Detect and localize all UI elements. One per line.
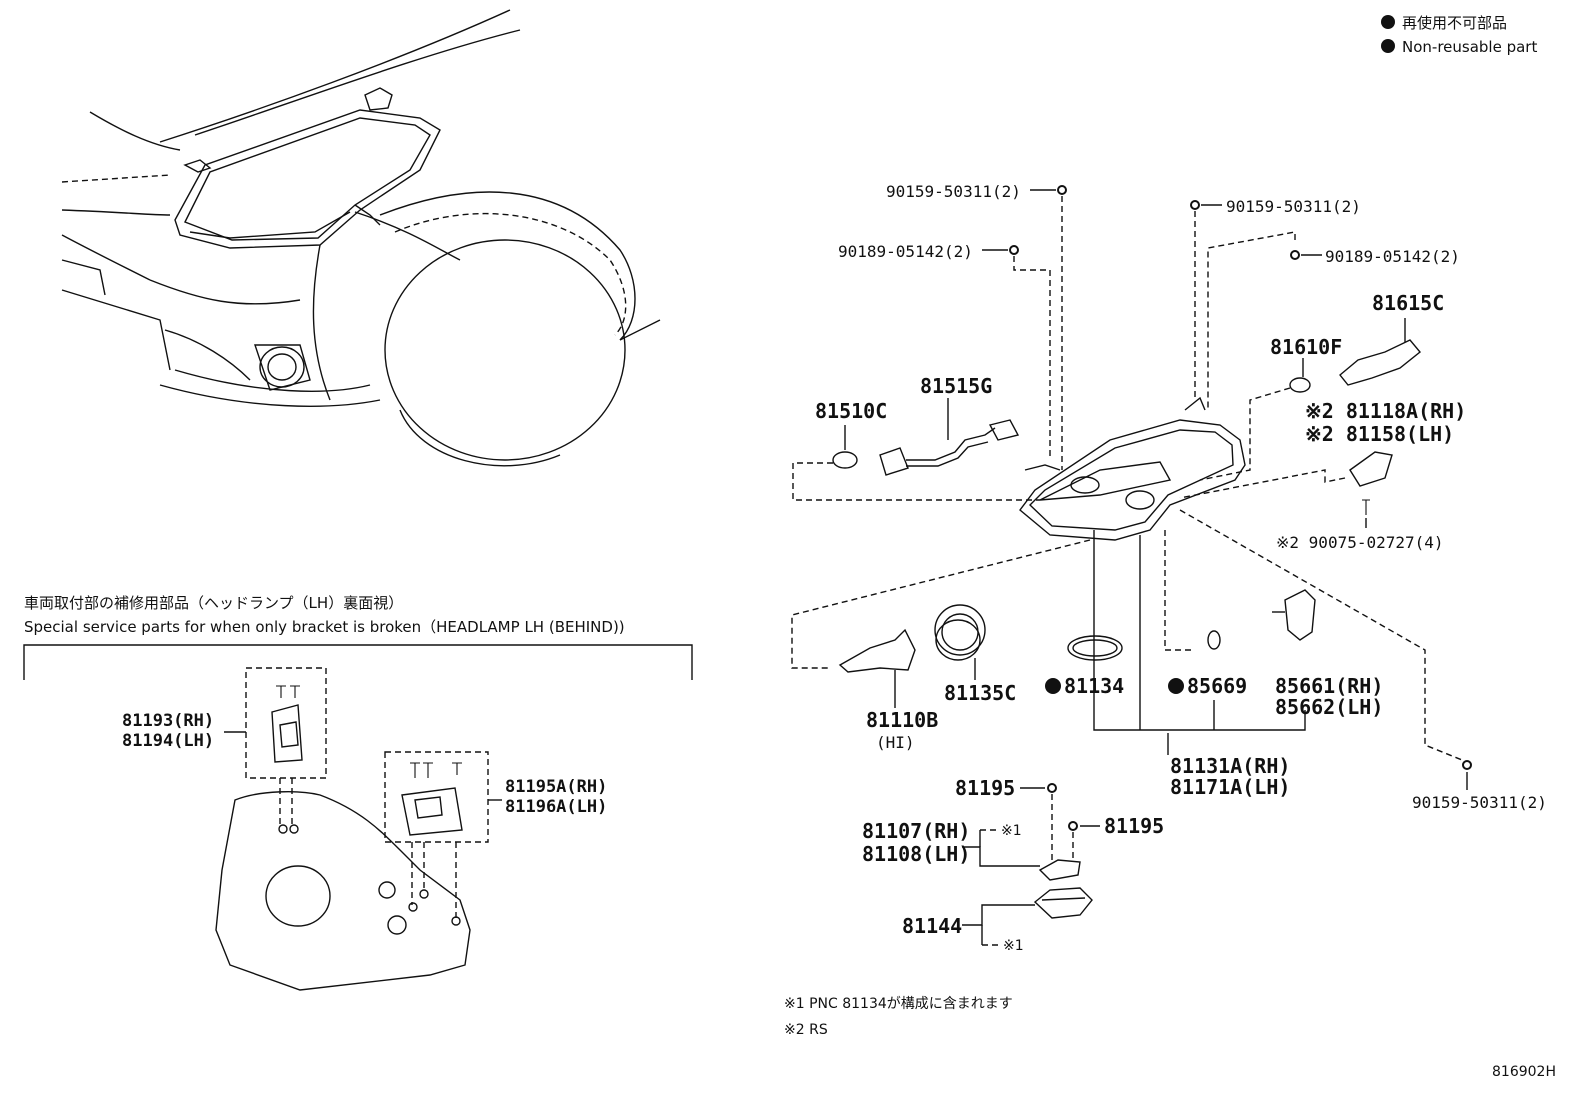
part-group-81110B: 81110B (HI) — [791, 539, 1091, 752]
part-group-81118A: ※2 81118A(RH) ※2 81158(LH) ※2 90075-0272… — [1179, 399, 1466, 552]
inset-bracket-line — [23, 644, 693, 680]
part-81193: 81193(RH) — [122, 711, 214, 731]
note1-mark-a: ※1 — [1001, 823, 1022, 839]
cover-81144-part — [1033, 887, 1093, 919]
actuator-85661-part — [1284, 589, 1316, 641]
screw-icon — [410, 762, 462, 778]
part-90189-a: 90189-05142(2) — [838, 242, 973, 261]
part-group-81615C: 81615C — [1339, 291, 1444, 386]
bracket-81193-part — [271, 704, 303, 763]
screw-90159-lower: 90159-50311(2) — [1179, 509, 1547, 812]
inset-title-en: Special service parts for when only brac… — [24, 618, 625, 636]
housing-back-view — [215, 791, 471, 991]
part-group-81515G: 81515G — [879, 374, 1020, 476]
screw-90159-top-left: 90159-50311(2) — [886, 182, 1067, 470]
non-reusable-dot-icon — [1045, 678, 1061, 694]
part-90159-b: 90159-50311(2) — [1226, 197, 1361, 216]
socket-81515G-part — [879, 447, 909, 476]
note1-mark-b: ※1 — [1003, 938, 1024, 954]
non-reusable-dot-icon — [1381, 39, 1395, 53]
non-reusable-dot-icon — [1381, 15, 1395, 29]
part-81196A: 81196A(LH) — [505, 797, 607, 817]
part-group-81510C: 81510C — [792, 399, 1040, 501]
part-81195-b: 81195 — [1104, 814, 1164, 838]
part-81134: 81134 — [1064, 674, 1124, 698]
cover-81135C-part — [934, 604, 986, 656]
part-81195A: 81195A(RH) — [505, 777, 607, 797]
screw-icon — [1290, 250, 1300, 260]
part-group-81134: 81134 — [1045, 635, 1124, 698]
legend-en: Non-reusable part — [1402, 38, 1537, 56]
part-85669: 85669 — [1187, 674, 1247, 698]
part-81194: 81194(LH) — [122, 731, 214, 751]
legend-jp: 再使用不可部品 — [1402, 14, 1507, 32]
bulb-81110B-part — [838, 628, 916, 673]
part-group-85661: 85661(RH) 85662(LH) — [1272, 589, 1383, 719]
screw-90189-left: 90189-05142(2) — [838, 242, 1051, 460]
part-90075: ※2 90075-02727(4) — [1276, 533, 1444, 552]
note-2: ※2 RS — [784, 1022, 828, 1038]
part-81110B: 81110B — [866, 708, 938, 732]
leveling-81107-part — [1038, 859, 1081, 881]
part-group-81135C: 81135C — [934, 604, 1016, 705]
screw-icon — [1009, 245, 1019, 255]
part-group-81107: 81195 81195 81107(RH) 81108(LH) ※1 — [862, 776, 1164, 881]
part-group-81144: 81144 ※1 — [902, 887, 1093, 954]
part-group-85669: 85669 — [1168, 630, 1247, 698]
screw-icon — [276, 685, 300, 698]
screw-90189-right: 90189-05142(2) — [1207, 231, 1460, 410]
screw-icon — [1057, 185, 1067, 195]
inset-section: 車両取付部の補修用部品（ヘッドランプ（LH）裏面視） Special servi… — [23, 594, 693, 991]
part-81615C: 81615C — [1372, 291, 1444, 315]
part-81118A: ※2 81118A(RH) — [1305, 399, 1466, 423]
part-group-81610F: 81610F — [1199, 335, 1342, 481]
part-81135C: 81135C — [944, 681, 1016, 705]
non-reusable-dot-icon — [1168, 678, 1184, 694]
part-81515G: 81515G — [920, 374, 992, 398]
screw-icon — [1190, 200, 1200, 210]
part-81131A: 81131A(RH) — [1170, 754, 1290, 778]
part-81158: ※2 81158(LH) — [1305, 422, 1454, 446]
bracket-81195A-box — [384, 751, 489, 843]
headlamp-assembly — [1019, 396, 1306, 755]
screw-icon — [1047, 783, 1057, 793]
part-81171A: 81171A(LH) — [1170, 775, 1290, 799]
screw-icon — [1362, 499, 1370, 515]
screw-icon — [1068, 821, 1078, 831]
screw-90159-top-right: 90159-50311(2) — [1190, 197, 1361, 400]
part-90159-c: 90159-50311(2) — [1412, 793, 1547, 812]
part-81108: 81108(LH) — [862, 842, 970, 866]
screw-icon — [1462, 760, 1472, 770]
vehicle-front-illustration — [61, 9, 661, 467]
part-81195-a: 81195 — [955, 776, 1015, 800]
figure-code: 816902H — [1492, 1064, 1556, 1080]
note-1: ※1 PNC 81134が構成に含まれます — [784, 996, 1013, 1012]
bracket-81193-box — [245, 667, 327, 779]
part-90159-a: 90159-50311(2) — [886, 182, 1021, 201]
part-81510C: 81510C — [815, 399, 887, 423]
bulb-81615C-part — [1339, 339, 1421, 386]
part-90189-b: 90189-05142(2) — [1325, 247, 1460, 266]
bracket-81195A-part — [401, 787, 463, 836]
part-81107: 81107(RH) — [862, 819, 970, 843]
part-81110B-sub: (HI) — [876, 733, 915, 752]
inset-title-jp: 車両取付部の補修用部品（ヘッドランプ（LH）裏面視） — [24, 594, 403, 612]
bulb-81510C-part — [832, 451, 858, 469]
bulb-81610F-part — [1289, 377, 1311, 393]
part-81610F: 81610F — [1270, 335, 1342, 359]
legend: 再使用不可部品 Non-reusable part — [1381, 14, 1537, 56]
part-85662: 85662(LH) — [1275, 695, 1383, 719]
oring-85669-part — [1207, 630, 1221, 650]
side-marker-part — [1349, 451, 1393, 487]
part-81144: 81144 — [902, 914, 962, 938]
part-85661: 85661(RH) — [1275, 674, 1383, 698]
gasket-81134-part — [1067, 635, 1123, 661]
